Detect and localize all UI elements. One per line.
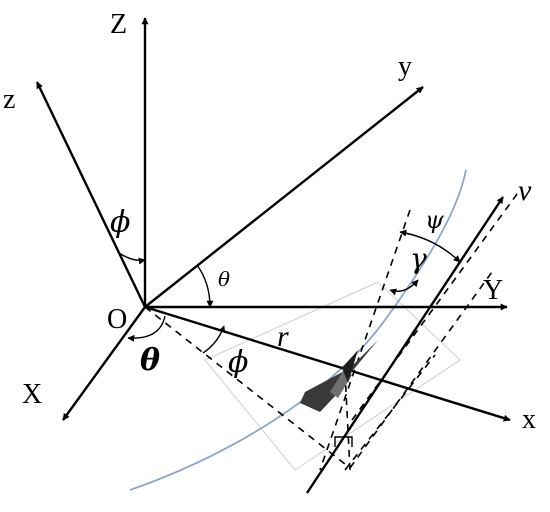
label-theta-upper: θ <box>218 267 230 291</box>
label-psi: ψ <box>425 206 445 234</box>
label-phi-upper: ϕ <box>110 205 130 240</box>
label-x: x <box>522 404 536 435</box>
label-v: v <box>518 174 532 207</box>
psi-arc <box>399 229 461 263</box>
label-r: r <box>277 320 289 353</box>
velocity-vector <box>305 196 505 494</box>
local-horizontal-line <box>349 271 493 469</box>
label-O: O <box>107 304 127 335</box>
label-Y: Y <box>483 275 503 306</box>
vertical-drop-line <box>344 371 351 471</box>
label-gamma: γ <box>410 242 427 275</box>
gamma-arc <box>389 279 419 296</box>
local-vertical-line <box>319 209 411 471</box>
axis-z <box>35 81 147 308</box>
label-theta-lower: θ <box>140 343 160 378</box>
trajectory-curve <box>129 169 467 491</box>
projection-ground-line <box>144 306 351 469</box>
right-angle-marker <box>334 436 353 447</box>
label-phi-lower: ϕ <box>228 345 248 380</box>
label-X: X <box>22 379 42 410</box>
label-z: z <box>3 84 15 115</box>
label-Z: Z <box>110 9 127 40</box>
label-y: y <box>398 51 412 82</box>
hypersonic-vehicle-icon <box>300 340 378 412</box>
phi-arc-lower <box>202 325 226 354</box>
theta-arc-upper <box>196 264 214 308</box>
drop-projection-line <box>344 354 436 471</box>
phi-arc-upper <box>118 252 146 265</box>
heading-reference-line <box>351 189 521 421</box>
axis-x <box>144 305 511 422</box>
axis-X <box>62 306 146 421</box>
theta-arc-lower <box>127 315 166 342</box>
axis-y <box>144 86 424 308</box>
